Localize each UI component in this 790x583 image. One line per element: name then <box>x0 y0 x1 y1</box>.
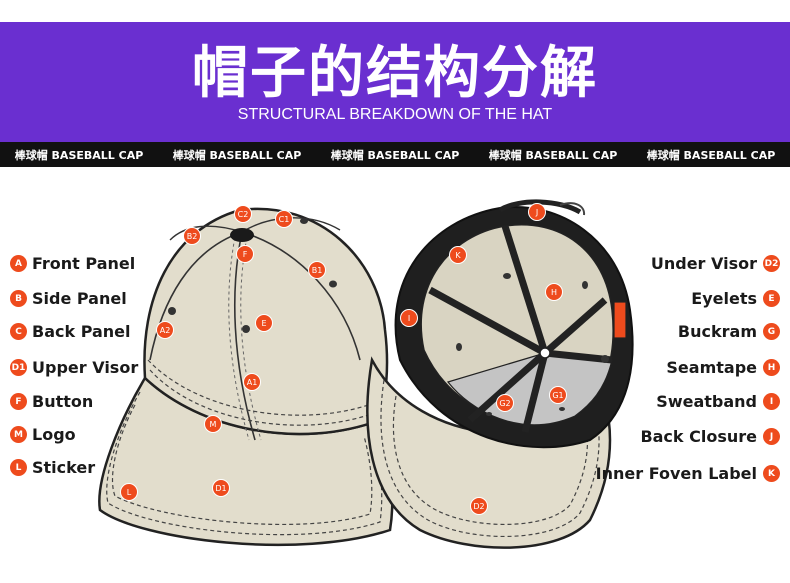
eyelet <box>168 307 176 315</box>
legend-badge: C <box>10 323 27 340</box>
strip-item: 棒球帽 BASEBALL CAP <box>330 148 460 162</box>
legend-item: A Front Panel <box>10 254 135 273</box>
markers-front: C2 C1 B2 F B1 A2 E A1 M L D1 <box>120 205 326 501</box>
legend-item: Under Visor D2 <box>651 254 780 273</box>
svg-text:F: F <box>243 250 248 259</box>
svg-text:C1: C1 <box>279 215 290 224</box>
svg-text:G2: G2 <box>499 399 510 408</box>
legend-item: Eyelets E <box>691 289 780 308</box>
back-closure <box>498 199 582 215</box>
legend-label: Sticker <box>32 458 96 477</box>
legend-badge: E <box>763 290 780 307</box>
legend-label: Button <box>32 392 94 411</box>
legend-label: Under Visor <box>650 254 757 273</box>
legend-badge: J <box>763 428 780 445</box>
inner-label <box>613 301 627 339</box>
svg-text:D1: D1 <box>215 484 226 493</box>
eyelet <box>329 280 337 288</box>
marker-H: H <box>545 283 563 301</box>
legend-item: C Back Panel <box>10 322 131 341</box>
legend-badge: H <box>763 359 780 376</box>
legend-item: L Sticker <box>10 458 95 477</box>
marker-B1: B1 <box>308 261 326 279</box>
legend-label: Logo <box>32 425 76 444</box>
svg-text:G1: G1 <box>552 391 563 400</box>
strip-item: 棒球帽 BASEBALL CAP <box>488 148 618 162</box>
title-banner <box>0 22 790 142</box>
marker-I: I <box>400 309 418 327</box>
svg-text:A1: A1 <box>247 378 258 387</box>
marker-J: J <box>528 203 546 221</box>
legend-badge: A <box>10 255 27 272</box>
marker-M: M <box>204 415 222 433</box>
marker-B2: B2 <box>183 227 201 245</box>
marker-C1: C1 <box>275 210 293 228</box>
marker-K: K <box>449 246 467 264</box>
svg-text:H: H <box>551 288 557 297</box>
legend-label: Side Panel <box>32 289 127 308</box>
svg-text:K: K <box>455 251 461 260</box>
svg-text:E: E <box>261 319 266 328</box>
underside-cap-drawing <box>366 199 634 549</box>
button-top <box>230 228 254 242</box>
legend-item: Back Closure J <box>640 427 780 446</box>
legend-item: F Button <box>10 392 93 411</box>
marker-C2: C2 <box>234 205 252 223</box>
category-strip: 棒球帽 BASEBALL CAP 棒球帽 BASEBALL CAP 棒球帽 BA… <box>0 142 790 167</box>
legend-item: Sweatband I <box>656 392 780 411</box>
eyelet <box>300 218 308 224</box>
legend-item: M Logo <box>10 425 76 444</box>
legend-label: Seamtape <box>666 358 757 377</box>
legend-item: D1 Upper Visor <box>10 358 138 377</box>
legend-badge: D2 <box>763 255 780 272</box>
legend-label: Front Panel <box>32 254 136 273</box>
legend-badge: F <box>10 393 27 410</box>
svg-text:L: L <box>127 488 132 497</box>
legend-label: Eyelets <box>691 289 757 308</box>
legend-label: Sweatband <box>656 392 757 411</box>
marker-D1: D1 <box>212 479 230 497</box>
strip-item: 棒球帽 BASEBALL CAP <box>14 148 144 162</box>
marker-F: F <box>236 245 254 263</box>
marker-E: E <box>255 314 273 332</box>
legend-label: Upper Visor <box>32 358 139 377</box>
svg-text:D2: D2 <box>473 502 484 511</box>
legend-label: Back Closure <box>640 427 757 446</box>
legend-item: B Side Panel <box>10 289 127 308</box>
legend-item: Inner Foven Label K <box>596 464 780 483</box>
legend-badge: G <box>763 323 780 340</box>
legend-badge: K <box>763 465 780 482</box>
page-title: 帽子的结构分解 <box>192 41 598 106</box>
legend-badge: L <box>10 459 27 476</box>
legend-label: Buckram <box>677 322 757 341</box>
strip-item: 棒球帽 BASEBALL CAP <box>172 148 302 162</box>
markers-under: J K H I G2 G1 D2 <box>400 203 567 515</box>
legend-label: Back Panel <box>32 322 131 341</box>
legend-item: Buckram G <box>678 322 780 341</box>
marker-G1: G1 <box>549 386 567 404</box>
svg-text:J: J <box>535 208 538 217</box>
svg-text:B2: B2 <box>187 232 198 241</box>
svg-text:B1: B1 <box>312 266 323 275</box>
svg-text:M: M <box>210 420 217 429</box>
svg-text:C2: C2 <box>238 210 249 219</box>
svg-text:A2: A2 <box>160 326 171 335</box>
legend-badge: I <box>763 393 780 410</box>
marker-D2: D2 <box>470 497 488 515</box>
legend-label: Inner Foven Label <box>595 464 757 483</box>
marker-A2: A2 <box>156 321 174 339</box>
legend-item: Seamtape H <box>666 358 780 377</box>
legend-badge: B <box>10 290 27 307</box>
strip-item: 棒球帽 BASEBALL CAP <box>646 148 776 162</box>
legend-badge: D1 <box>10 359 27 376</box>
legend-badge: M <box>10 426 27 443</box>
marker-G2: G2 <box>496 394 514 412</box>
page-subtitle: STRUCTURAL BREAKDOWN OF THE HAT <box>237 106 553 123</box>
svg-text:I: I <box>408 314 410 323</box>
marker-A1: A1 <box>243 373 261 391</box>
marker-L: L <box>120 483 138 501</box>
eyelet <box>242 325 250 333</box>
